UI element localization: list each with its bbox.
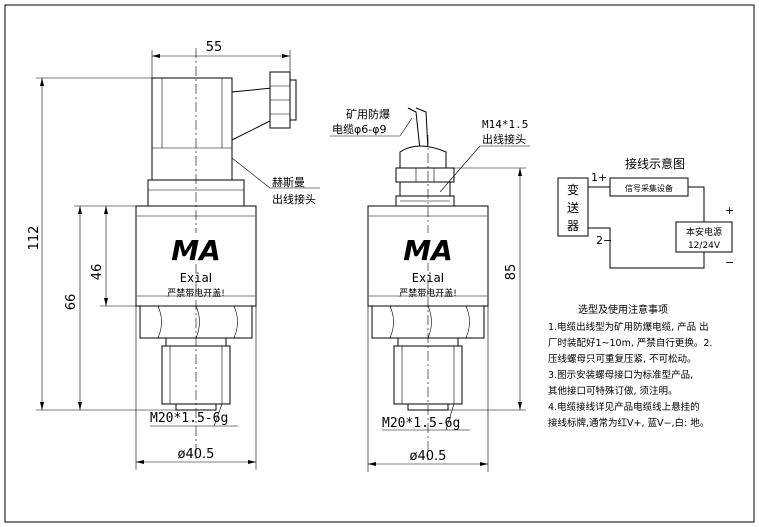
wiring-title: 接线示意图 xyxy=(625,156,685,171)
dim-112-text: 112 xyxy=(27,226,42,251)
power-label-1: 本安电源 xyxy=(686,226,722,238)
cable-gland xyxy=(399,145,447,169)
terminal-1-label: 1+ xyxy=(591,171,607,184)
power-minus-label: − xyxy=(725,256,734,269)
left-warning-label: 严禁带电开盖! xyxy=(167,287,225,299)
left-view xyxy=(135,48,297,460)
cable-label-2: 电缆φ6-φ9 xyxy=(332,123,386,136)
right-thread-label: M20*1.5-6g xyxy=(382,416,460,431)
drawing-frame xyxy=(4,4,755,523)
transmitter-box xyxy=(557,177,589,237)
svg-text:MA: MA xyxy=(171,234,221,267)
dim-55-text: 55 xyxy=(206,40,223,55)
notes-line-4: 3.图示安装螺母接口为标准型产品, xyxy=(548,369,693,381)
left-ma-logo: MA xyxy=(165,233,227,267)
left-exia-label: ExiaⅠ xyxy=(180,271,212,285)
notes-line-5: 其他接口可特殊订做, 须注明。 xyxy=(548,385,678,397)
dim-66-text: 66 xyxy=(64,294,79,311)
notes-line-1: 1.电缆出线型为矿用防爆电缆, 产品 出 xyxy=(548,321,709,333)
dimension-112 xyxy=(36,77,176,411)
svg-text:变: 变 xyxy=(567,182,579,197)
dimension-66 xyxy=(74,205,136,410)
svg-text:器: 器 xyxy=(567,219,579,233)
connector-label-1: 赫斯曼 xyxy=(272,176,305,189)
svg-text:送: 送 xyxy=(567,200,579,215)
notes-line-2: 厂时装配好1~10m, 严禁自行更换。2. xyxy=(548,337,712,349)
connector-housing xyxy=(151,77,233,181)
right-view xyxy=(367,107,489,460)
dimension-55 xyxy=(151,50,291,78)
dimension-46 xyxy=(100,206,140,307)
notes-line-6: 4.电缆接线详见产品电缆线上悬挂的 xyxy=(548,401,700,413)
right-diameter-dim xyxy=(367,306,489,472)
right-diameter-text: ø40.5 xyxy=(410,449,447,464)
notes-block: 选型及使用注意事项 1.电缆出线型为矿用防爆电缆, 产品 出 厂时装配好1~10… xyxy=(548,303,712,429)
cable-label-1: 矿用防爆 xyxy=(346,107,390,121)
collector-label: 信号采集设备 xyxy=(625,183,673,193)
gland-label-2: 出线接头 xyxy=(482,132,526,146)
connector-label-2: 出线接头 xyxy=(272,192,316,206)
svg-text:MA: MA xyxy=(403,234,453,267)
terminal-2-label: 2− xyxy=(596,234,612,247)
notes-line-3: 压线螺母只可重复压紧, 不可松动。 xyxy=(548,353,697,365)
dim-46-text: 46 xyxy=(90,264,105,281)
left-diameter-dim xyxy=(135,306,257,470)
wiring-diagram: 接线示意图 变 送 器 信号采集设备 本安电源 12/24V 1+ 2− + − xyxy=(557,156,734,269)
gland-label-1: M14*1.5 xyxy=(482,118,528,131)
left-thread-label: M20*1.5-6g xyxy=(150,411,228,426)
right-ma-logo: MA xyxy=(397,233,459,267)
dim-85-text: 85 xyxy=(504,264,519,281)
notes-title: 选型及使用注意事项 xyxy=(578,303,668,316)
power-plus-label: + xyxy=(725,204,734,217)
left-diameter-text: ø40.5 xyxy=(178,447,215,462)
power-label-2: 12/24V xyxy=(688,241,721,251)
notes-line-7: 接线标牌,通常为红V+, 蓝V−,白: 地。 xyxy=(548,417,709,429)
right-exia-label: ExiaⅠ xyxy=(412,271,444,285)
dimension-85 xyxy=(448,167,526,411)
right-warning-label: 严禁带电开盖! xyxy=(399,287,457,299)
